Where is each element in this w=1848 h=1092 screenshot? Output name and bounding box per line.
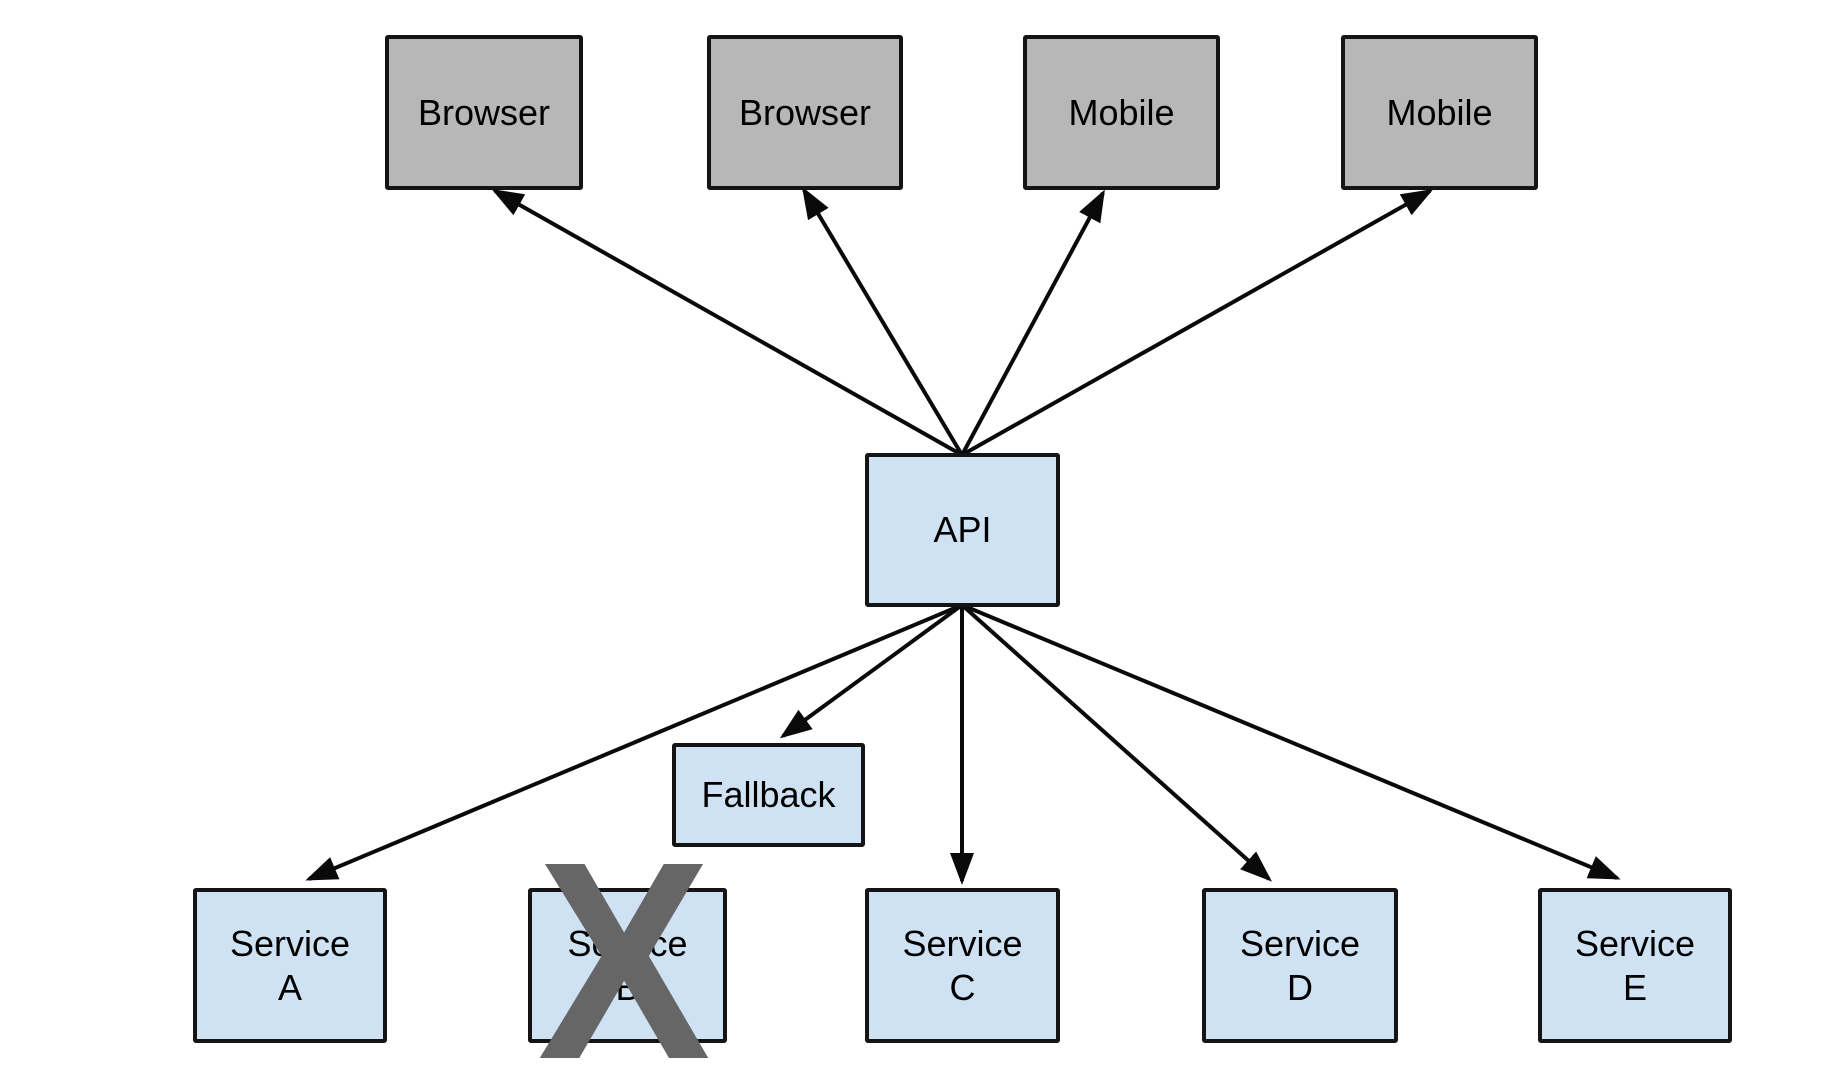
node-label: Browser bbox=[417, 91, 551, 133]
arrow-api-to-service-d bbox=[960, 603, 1272, 882]
node-label-line2: D bbox=[1287, 966, 1313, 1008]
node-label-line1: Service bbox=[902, 922, 1023, 964]
node-label-line2: E bbox=[1622, 966, 1647, 1008]
node-mobile-1: Mobile bbox=[1023, 35, 1220, 190]
node-service-b: Service B bbox=[528, 888, 727, 1043]
arrow-api-to-fallback bbox=[779, 603, 964, 739]
node-label-line2: A bbox=[277, 966, 302, 1008]
node-fallback: Fallback bbox=[672, 743, 865, 847]
node-service-c: Service C bbox=[865, 888, 1060, 1043]
node-label-line2: B bbox=[615, 966, 640, 1008]
node-browser-2: Browser bbox=[707, 35, 903, 190]
arrow-api-to-browser-1 bbox=[491, 189, 963, 457]
node-mobile-2: Mobile bbox=[1341, 35, 1538, 190]
node-service-e: Service E bbox=[1538, 888, 1732, 1043]
arrow-api-to-browser-2 bbox=[801, 186, 964, 457]
node-label: API bbox=[933, 509, 992, 551]
arrow-api-to-service-a bbox=[305, 603, 963, 881]
node-label-line1: Service bbox=[567, 922, 688, 964]
node-label-line1: Service bbox=[229, 922, 351, 964]
failure-cross-mark: X bbox=[537, 803, 711, 1092]
node-label: Fallback bbox=[701, 774, 836, 816]
arrow-api-to-mobile-1 bbox=[960, 189, 1105, 456]
node-label-line1: Service bbox=[1574, 922, 1696, 964]
arrow-api-to-service-e bbox=[961, 603, 1621, 880]
node-service-d: Service D bbox=[1202, 888, 1398, 1043]
node-api: API bbox=[865, 453, 1060, 607]
node-label-line2: C bbox=[949, 966, 976, 1008]
arrow-api-to-mobile-2 bbox=[961, 189, 1434, 457]
node-label: Mobile bbox=[1068, 91, 1175, 133]
node-browser-1: Browser bbox=[385, 35, 583, 190]
node-label: Browser bbox=[738, 91, 872, 133]
node-service-a: Service A bbox=[193, 888, 387, 1043]
node-label: Mobile bbox=[1386, 91, 1493, 133]
node-label-line1: Service bbox=[1239, 922, 1361, 964]
